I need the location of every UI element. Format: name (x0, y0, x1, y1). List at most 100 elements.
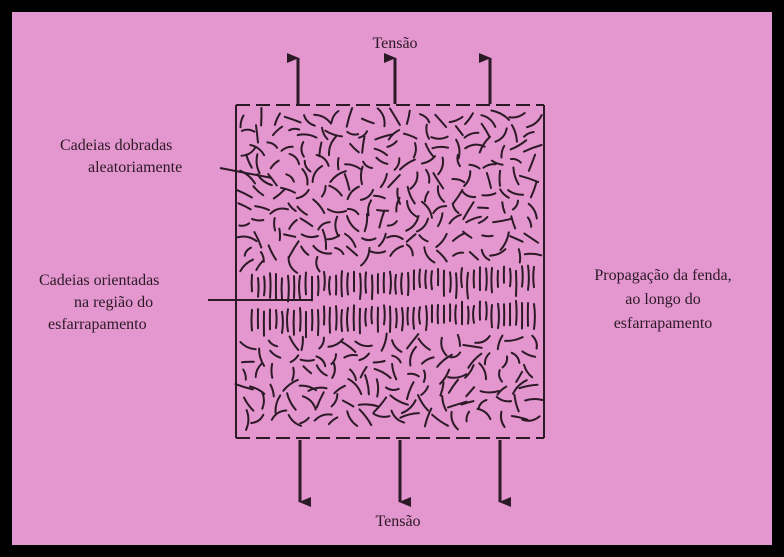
folded-chain (524, 132, 534, 137)
oriented-chain (431, 271, 432, 289)
folded-chain (400, 160, 415, 170)
folded-chain (522, 351, 535, 356)
folded-chain (267, 142, 277, 147)
folded-chain (482, 250, 490, 260)
oriented-chain (486, 268, 487, 290)
folded-chain (269, 245, 276, 259)
folded-chain (332, 363, 335, 378)
folded-chain (379, 211, 384, 228)
folded-chain (362, 137, 364, 153)
folded-chain (498, 336, 503, 350)
folded-chain (478, 208, 488, 209)
oriented-chains (252, 266, 535, 338)
folded-chain (406, 216, 418, 231)
folded-chain (289, 220, 297, 229)
folded-chain (475, 336, 490, 343)
folded-chain (360, 409, 372, 425)
folded-chain (377, 379, 378, 396)
folded-chain (270, 351, 280, 358)
folded-chain (338, 158, 339, 169)
folded-chain (407, 245, 413, 256)
folded-chain (485, 353, 490, 364)
folded-chain (513, 168, 518, 185)
folded-chain (482, 124, 490, 137)
folded-chain (453, 233, 464, 241)
folded-chain (431, 137, 447, 139)
folded-chain (509, 113, 524, 118)
oriented-chain (491, 268, 492, 293)
folded-chain (499, 370, 502, 381)
folded-chain (402, 400, 416, 413)
folded-chain (481, 391, 499, 393)
folded-chain (315, 414, 332, 420)
folded-chain (456, 126, 463, 135)
folded-chain (435, 115, 446, 127)
oriented-chain (468, 307, 469, 324)
oriented-chain (288, 276, 289, 302)
folded-chain (426, 125, 429, 139)
oriented-chain (390, 272, 391, 294)
folded-chain (511, 159, 521, 163)
folded-chain (271, 364, 272, 378)
folded-chain (301, 218, 313, 226)
folded-chain (501, 412, 505, 427)
folded-chain (245, 248, 251, 256)
folded-chain (317, 392, 324, 407)
folded-chain (388, 175, 400, 187)
folded-chain (361, 167, 363, 185)
folded-chain (345, 234, 356, 247)
oriented-chain (498, 304, 499, 328)
folded-chain (344, 355, 357, 358)
folded-chain (270, 209, 288, 214)
oriented-chain (252, 310, 253, 331)
folded-chain (319, 338, 324, 349)
folded-chain (361, 190, 373, 200)
folded-chain (438, 213, 443, 226)
folded-chain (272, 411, 287, 420)
oriented-chain (425, 271, 426, 289)
oriented-chain (407, 308, 408, 325)
folded-chain (463, 345, 481, 348)
folded-chain (395, 158, 400, 170)
tension-arrows-top (298, 58, 490, 104)
folded-chain (390, 109, 400, 126)
folded-chain (520, 176, 538, 182)
folded-chain (500, 171, 501, 186)
folded-chain (322, 128, 328, 139)
folded-chain (425, 192, 429, 202)
folded-chain (302, 234, 318, 237)
folded-chain (347, 132, 358, 135)
folded-chain (525, 254, 541, 256)
folded-chain (379, 234, 386, 246)
oriented-chain (371, 307, 372, 324)
folded-chain (322, 186, 326, 197)
oriented-chain (516, 301, 517, 325)
folded-chain (463, 232, 471, 238)
folded-chain (362, 119, 374, 124)
folded-chain (289, 257, 298, 273)
folded-chain (323, 230, 326, 249)
oriented-chain (258, 278, 259, 297)
folded-chain (256, 364, 262, 377)
folded-chain (386, 388, 399, 391)
folded-chain (450, 215, 461, 224)
folded-chain (525, 399, 542, 401)
folded-chain (246, 155, 252, 168)
folded-chain (512, 416, 528, 420)
folded-chain (359, 131, 367, 137)
folded-chain (287, 393, 296, 409)
folded-chain (361, 248, 369, 266)
folded-chain (450, 117, 463, 122)
folded-chain (319, 143, 321, 157)
folded-chain (283, 380, 298, 391)
folded-chain (467, 412, 470, 422)
oriented-chain (413, 308, 414, 329)
folded-chain (462, 191, 475, 197)
folded-chain (532, 336, 537, 349)
oriented-chain (534, 304, 535, 329)
folded-chain (511, 216, 515, 228)
folded-chain (512, 353, 520, 363)
folded-chain (453, 190, 463, 204)
folded-chain (465, 113, 473, 124)
folded-chain (330, 171, 346, 182)
